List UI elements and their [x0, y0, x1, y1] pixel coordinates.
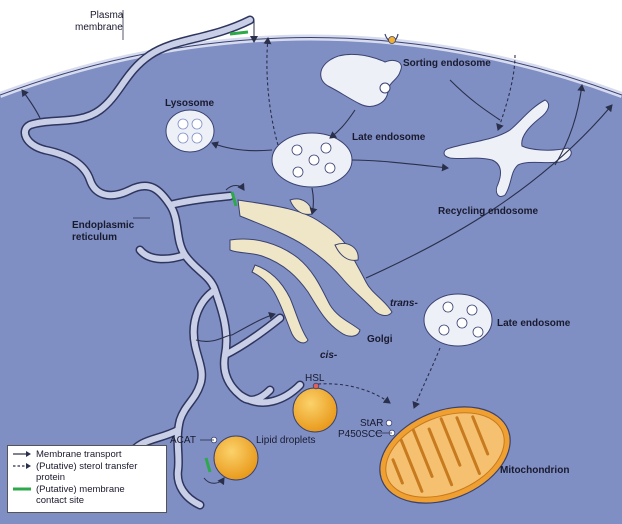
star-protein-icon	[385, 419, 393, 427]
sterol-transfer-arrows	[263, 37, 516, 409]
label-cis: cis-	[320, 350, 338, 361]
contact-site-pm	[229, 30, 249, 36]
ldl-particle-icon	[388, 36, 396, 44]
solid-arrow-icon	[12, 449, 32, 459]
hsl-protein-icon	[312, 382, 320, 390]
legend-label-contact-site-2: contact site	[36, 495, 85, 506]
legend-label-membrane-transport: Membrane transport	[36, 449, 122, 460]
contact-site-golgi	[230, 191, 238, 207]
label-p450scc: P450SCC	[338, 429, 382, 440]
dashed-arrow-icon	[12, 461, 32, 471]
lysosome-vesicles	[177, 118, 203, 144]
label-lipid-droplets: Lipid droplets	[256, 435, 315, 446]
label-er-1: Endoplasmic	[72, 220, 135, 231]
recycling-endosome	[443, 99, 572, 198]
label-acat: ACAT	[170, 435, 196, 446]
label-er-2: reticulum	[72, 232, 117, 243]
contact-site-arrows	[203, 20, 258, 486]
contact-site-lipid	[204, 457, 212, 473]
label-trans: trans-	[390, 298, 418, 309]
label-golgi: Golgi	[367, 334, 393, 345]
legend: Membrane transport (Putative) sterol tra…	[7, 445, 167, 513]
lipid-droplet-upper	[292, 387, 338, 433]
legend-row-contact-site: (Putative) membrane contact site	[12, 484, 162, 506]
legend-label-contact-site-1: (Putative) membrane	[36, 484, 125, 495]
label-sorting-endosome: Sorting endosome	[403, 58, 491, 69]
legend-row-sterol-transfer: (Putative) sterol transfer protein	[12, 461, 162, 483]
label-late-endosome-top: Late endosome	[352, 132, 426, 143]
label-star: StAR	[360, 418, 383, 429]
membrane-transport-arrows	[21, 79, 613, 342]
label-mitochondrion: Mitochondrion	[500, 465, 569, 476]
endoplasmic-reticulum	[20, 15, 305, 510]
mitochondrion	[379, 406, 511, 504]
label-hsl: HSL	[305, 373, 325, 384]
golgi-apparatus	[229, 198, 393, 344]
green-line-icon	[12, 484, 32, 494]
lipid-droplet-lower	[213, 435, 259, 481]
label-lysosome: Lysosome	[165, 98, 215, 109]
label-membrane: membrane	[75, 22, 123, 33]
legend-row-membrane-transport: Membrane transport	[12, 449, 162, 460]
label-late-endosome-bottom: Late endosome	[497, 318, 571, 329]
legend-label-sterol-transfer-1: (Putative) sterol transfer	[36, 461, 138, 472]
legend-label-sterol-transfer-2: protein	[36, 472, 66, 483]
label-plasma: Plasma	[90, 10, 124, 21]
lysosome	[165, 109, 215, 153]
sorting-endosome-vesicle	[379, 82, 391, 94]
label-recycling-endosome: Recycling endosome	[438, 206, 538, 217]
